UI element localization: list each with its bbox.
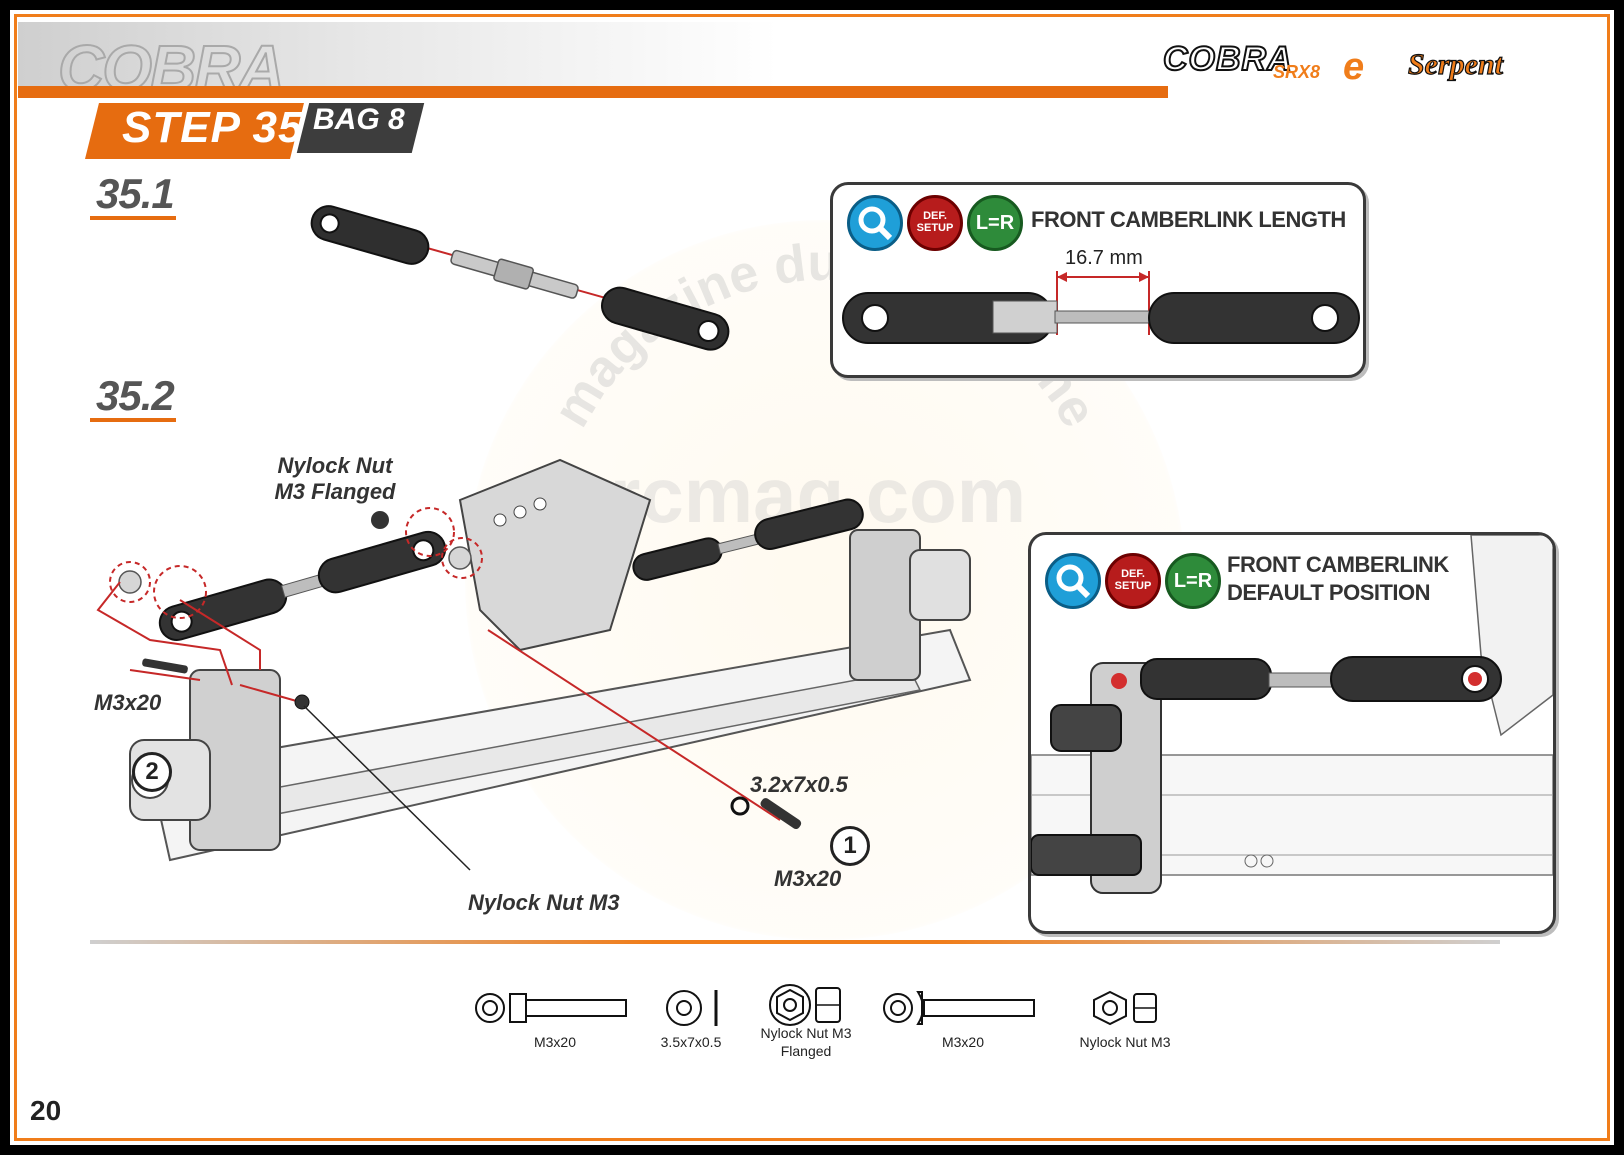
section-35-2-underline [90,418,176,422]
section-35-1-underline [90,216,176,220]
part-label: M3x20 [533,1034,577,1050]
header-band: COBRA [18,22,778,101]
cobra-logo-text: COBRA [1162,39,1293,79]
callout-m3x20-right: M3x20 [774,866,842,891]
camberlink-length-dimension: 16.7 mm [1065,247,1143,269]
header-orange-line [18,86,1168,98]
step-number-2: 2 [132,752,172,792]
callout-nylock-flanged: Nylock Nut M3 Flanged [260,453,410,505]
page-number: 20 [30,1095,62,1126]
def-setup-text-2: DEF. SETUP [1114,568,1152,592]
front-end-assembly-drawing [96,458,972,871]
nut-icon [1093,990,1157,1026]
screw-icon [883,991,1035,1025]
step-number-1: 1 [830,826,870,866]
section-35-2-title: 35.2 [96,372,175,419]
camberlink-position-drawing [1031,535,1553,894]
camberlink-position-panel: DEF. SETUP L=R FRONT CAMBERLINK DEFAULT … [1028,532,1556,934]
bottom-orange-rule [90,940,1500,944]
magnifier-icon-2 [1045,553,1101,609]
l-equals-r-text: L=R [975,212,1015,234]
cobra-logo-suffix: e [1343,46,1365,88]
flanged-nut-icon [769,984,841,1026]
screw-icon [475,993,627,1023]
part-label: Nylock Nut M3 [1079,1034,1171,1050]
callout-m3x20-left: M3x20 [94,690,162,715]
l-equals-r-text-2: L=R [1173,570,1213,592]
step-title: STEP 35 [122,103,304,152]
magnifier-icon [847,195,903,251]
parts-list: M3x20 3.5x7x0.5 Nylock Nut M3 Flanged [10,970,1614,1060]
part-label: 3.5x7x0.5 [660,1034,722,1050]
def-setup-icon-2: DEF. SETUP [1105,553,1161,609]
camberlink-position-title: FRONT CAMBERLINK DEFAULT POSITION [1227,551,1449,607]
def-setup-icon: DEF. SETUP [907,195,963,251]
part-label-flanged: Nylock Nut M3 Flanged [746,1024,866,1060]
section-35-1-title: 35.1 [96,170,175,217]
cobra-logo: COBRA SRX8 e [1153,38,1393,88]
callout-nylock-nut: Nylock Nut M3 [468,890,620,915]
camberlink-length-panel: DEF. SETUP L=R FRONT CAMBERLINK LENGTH 1… [830,182,1366,378]
callout-washer: 3.2x7x0.5 [750,772,848,797]
callout-nylock-flanged-line2: M3 Flanged [274,479,396,504]
washer-icon [666,990,718,1026]
camberlink-length-drawing [842,271,1360,344]
cobra-logo-variant: SRX8 [1273,62,1321,82]
l-equals-r-icon-2: L=R [1165,553,1221,609]
part-label: M3x20 [941,1034,985,1050]
camberlink-position-title-line2: DEFAULT POSITION [1227,580,1431,605]
callout-nylock-flanged-line1: Nylock Nut [277,453,393,478]
serpent-logo: Serpent [1407,47,1504,81]
l-equals-r-icon: L=R [967,195,1023,251]
part-label-flanged-line2: Flanged [780,1043,832,1059]
camberlink-exploded-drawing [310,205,730,351]
part-label-flanged-line1: Nylock Nut M3 [760,1025,852,1041]
bag-title: BAG 8 [313,103,405,136]
camberlink-position-title-line1: FRONT CAMBERLINK [1227,552,1449,577]
camberlink-length-title: FRONT CAMBERLINK LENGTH [1031,207,1346,232]
def-setup-text: DEF. SETUP [916,210,954,234]
